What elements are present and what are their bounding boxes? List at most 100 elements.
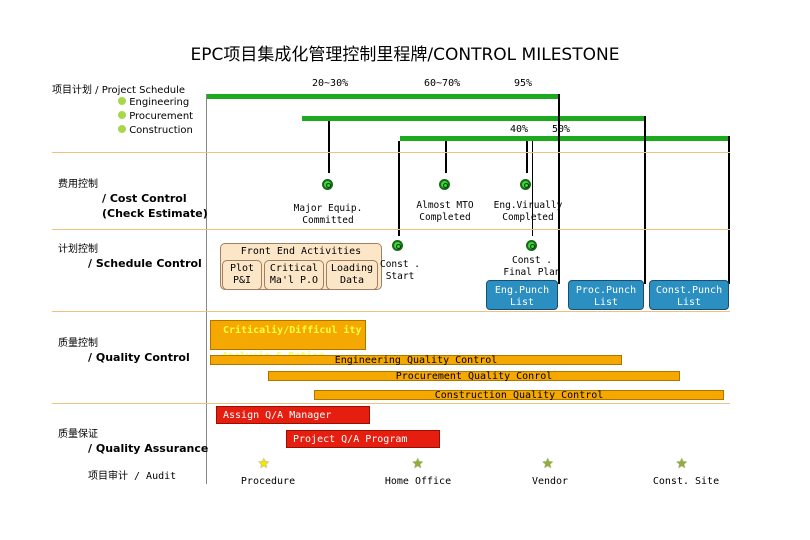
criticality-analysis-bar: Criticaliy/Difficul ity [210, 320, 366, 350]
milestone-marker-icon [322, 179, 333, 190]
audit-item-label: Const. Site [652, 476, 720, 487]
box-line: Proc.Punch [575, 285, 637, 296]
bar-label: Criticaliy/Difficul ity [223, 325, 362, 336]
milestone-marker-icon [526, 240, 537, 251]
box-line: Ma'l P.O [269, 275, 319, 286]
label-cn: 费用控制 [58, 179, 98, 190]
label-sub: (Check Estimate) [102, 207, 208, 220]
box-line: Loading [330, 263, 374, 274]
percent-label: 50% [552, 124, 571, 135]
connector-line [206, 94, 207, 484]
star-icon: ★ [676, 451, 688, 473]
label-line: Almost MTO [416, 200, 474, 211]
label-en: / Cost Control [102, 192, 187, 205]
legend-item-procurement: Procurement [118, 110, 193, 124]
front-end-title: Front End Activities [240, 246, 362, 257]
audit-item-label: Procedure [240, 476, 296, 487]
project-schedule-label: 项目计划 / Project Schedule [52, 85, 186, 96]
section-divider [52, 403, 730, 404]
box-line: Data [339, 275, 365, 286]
percent-label: 95% [514, 78, 533, 89]
schedule-control-label: 计划控制 / Schedule Control [58, 243, 202, 272]
procurement-bar [302, 116, 644, 121]
label-line: Const . [379, 259, 421, 270]
connector-line [398, 141, 400, 236]
label-line: Final Plan [503, 267, 561, 278]
const-final-plan-label: Const . Final Plan [496, 255, 568, 279]
label-line: Const . [511, 255, 553, 266]
audit-item-label: Vendor [531, 476, 569, 487]
section-divider [52, 229, 730, 230]
const-punch-list-box: Const.Punch List [649, 280, 729, 310]
connector-line [558, 94, 560, 284]
box-line: Eng.Punch [494, 285, 550, 296]
milestone-marker-icon [520, 179, 531, 190]
box-line: List [593, 297, 619, 308]
legend-label: Construction [129, 125, 193, 136]
quality-assurance-label: 质量保证 / Quality Assurance [58, 428, 208, 457]
legend-label: Engineering [129, 97, 190, 108]
assign-qa-manager-bar: Assign Q/A Manager [216, 406, 370, 424]
box-line: Critical [269, 263, 319, 274]
connector-line [728, 136, 730, 284]
connector-line [445, 141, 447, 173]
procurement-qc-bar: Procurement Quality Conrol [268, 371, 680, 382]
phase-legend: Engineering Procurement Construction [118, 96, 193, 138]
const-start-label: Const . Start [372, 259, 428, 283]
star-icon: ★ [412, 451, 424, 473]
label-en: / Quality Control [88, 351, 190, 364]
box-line: List [509, 297, 535, 308]
label-line: Completed [419, 212, 471, 223]
bullet-icon [118, 97, 126, 105]
cost-control-label: 费用控制 / Cost Control (Check Estimate) [58, 178, 208, 222]
label-en: / Quality Assurance [88, 442, 209, 455]
bullet-icon [118, 111, 126, 119]
legend-label: Procurement [129, 111, 194, 122]
box-line: List [676, 297, 702, 308]
audit-label: 项目审计 / Audit [88, 471, 177, 482]
connector-line [644, 116, 646, 284]
percent-label: 60~70% [424, 78, 461, 89]
legend-item-engineering: Engineering [118, 96, 193, 110]
connector-line [532, 141, 533, 236]
star-icon: ★ [542, 451, 554, 473]
box-line: Const.Punch [655, 285, 723, 296]
milestone-label: Almost MTO Completed [395, 200, 495, 224]
box-line: P&I [232, 275, 252, 286]
label-cn: 质量控制 [58, 338, 98, 349]
legend-item-construction: Construction [118, 124, 193, 138]
loading-box: Loading Data [326, 260, 378, 290]
project-qa-program-bar: Project Q/A Program [286, 430, 440, 448]
engineering-qc-bar: Engineering Quality Control [210, 355, 622, 366]
percent-label: 40% [510, 124, 529, 135]
milestone-marker-icon [392, 240, 403, 251]
construction-qc-bar: Construction Quality Control [314, 390, 724, 401]
milestone-marker-icon [439, 179, 450, 190]
section-divider [52, 152, 730, 153]
label-cn: 计划控制 [58, 244, 98, 255]
label-en: / Schedule Control [88, 257, 202, 270]
milestone-label: Major Equip. Committed [278, 203, 378, 227]
box-line: Plot [229, 263, 255, 274]
star-icon: ★ [258, 451, 270, 473]
percent-label: 20~30% [312, 78, 349, 89]
label-line: Major Equip. [293, 203, 363, 214]
connector-line [526, 141, 528, 173]
label-line: Completed [502, 212, 554, 223]
eng-punch-list-box: Eng.Punch List [486, 280, 558, 310]
label-line: Committed [302, 215, 354, 226]
critical-box: Critical Ma'l P.O [264, 260, 324, 290]
quality-control-label: 质量控制 / Quality Control [58, 337, 190, 366]
label-line: Start [385, 271, 415, 282]
bullet-icon [118, 125, 126, 133]
page-title: EPC项目集成化管理控制里程牌/CONTROL MILESTONE [190, 45, 620, 65]
plot-box: Plot P&I [222, 260, 262, 290]
section-divider [52, 311, 730, 312]
milestone-label: Eng.Virually Completed [478, 200, 578, 224]
engineering-bar [206, 94, 560, 99]
label-line: Eng.Virually [493, 200, 563, 211]
connector-line [328, 121, 330, 173]
audit-item-label: Home Office [384, 476, 452, 487]
construction-bar [400, 136, 730, 141]
proc-punch-list-box: Proc.Punch List [568, 280, 644, 310]
